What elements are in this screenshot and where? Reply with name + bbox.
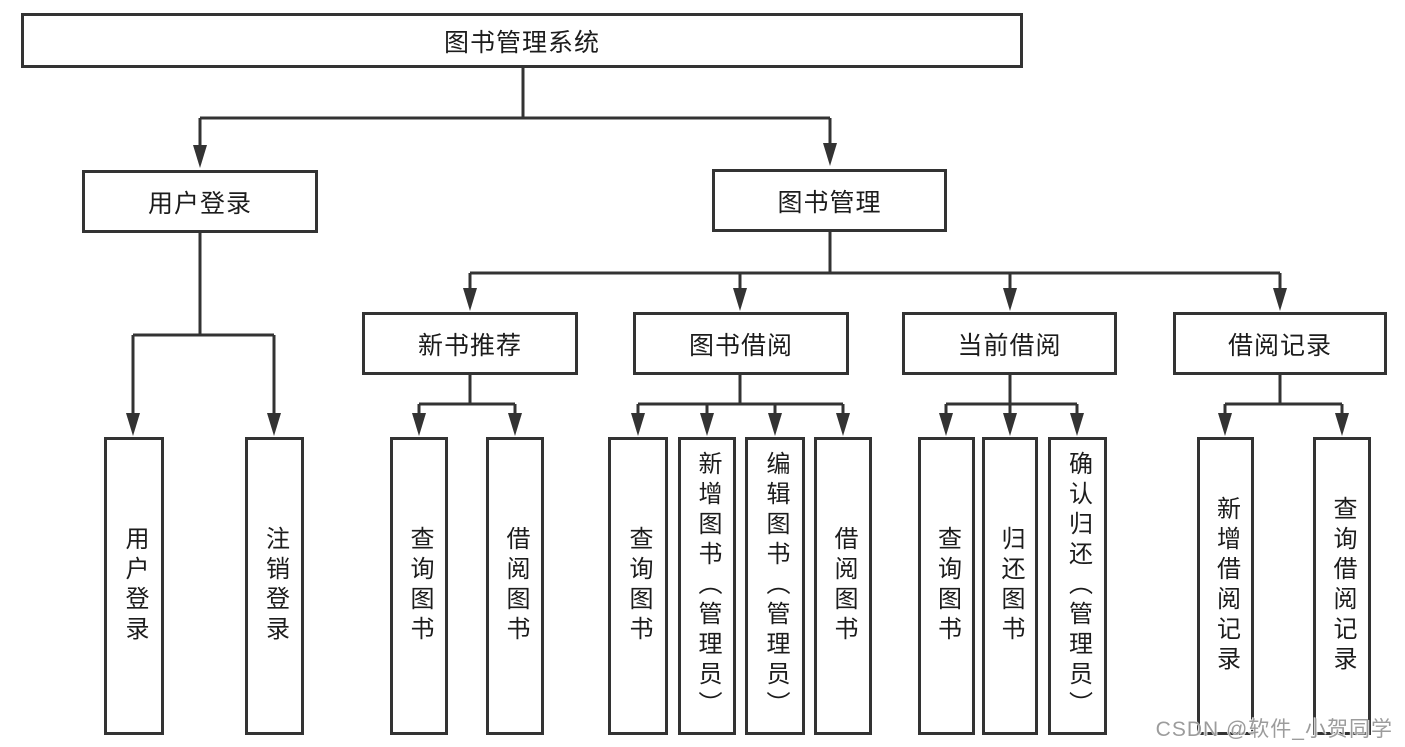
node-book-borrowing: 图书借阅 xyxy=(633,312,849,375)
arrowhead xyxy=(267,413,281,436)
arrowhead xyxy=(1218,413,1232,436)
arrowhead xyxy=(768,413,782,436)
leaf-confirm-return-admin: 确认归还（管理员） xyxy=(1048,437,1107,735)
arrowhead xyxy=(126,413,140,436)
leaf-user-login: 用户登录 xyxy=(104,437,164,735)
leaf-borrow-books-borrow: 借阅图书 xyxy=(814,437,872,735)
leaf-add-book-admin: 新增图书（管理员） xyxy=(678,437,736,735)
leaf-query-borrow-record: 查询借阅记录 xyxy=(1313,437,1371,735)
leaf-borrow-books-newbook: 借阅图书 xyxy=(486,437,544,735)
connector-borrow-record xyxy=(1223,375,1344,414)
connector-book-management xyxy=(468,232,1282,289)
arrowhead xyxy=(463,288,477,311)
arrowhead xyxy=(836,413,850,436)
connector-current-borrow xyxy=(944,375,1079,414)
node-library-management-system: 图书管理系统 xyxy=(21,13,1023,68)
connector-user-login xyxy=(131,233,276,414)
leaf-query-books-newbook: 查询图书 xyxy=(390,437,448,735)
arrowhead xyxy=(1273,288,1287,311)
arrowhead xyxy=(508,413,522,436)
arrowhead xyxy=(1003,413,1017,436)
arrowhead xyxy=(700,413,714,436)
node-book-management: 图书管理 xyxy=(712,169,947,232)
arrowhead xyxy=(193,145,207,168)
leaf-query-books-current: 查询图书 xyxy=(918,437,975,735)
arrowhead xyxy=(1335,413,1349,436)
arrowhead xyxy=(1003,288,1017,311)
leaf-add-borrow-record: 新增借阅记录 xyxy=(1197,437,1254,735)
leaf-edit-book-admin: 编辑图书（管理员） xyxy=(745,437,805,735)
node-new-book-recommendation: 新书推荐 xyxy=(362,312,578,375)
node-current-borrowing: 当前借阅 xyxy=(902,312,1117,375)
connector-new-book xyxy=(417,375,517,414)
leaf-query-books-borrow: 查询图书 xyxy=(608,437,668,735)
arrowhead xyxy=(1070,413,1084,436)
watermark-csdn: CSDN @软件_小贺同学 xyxy=(1155,718,1393,741)
leaf-return-books: 归还图书 xyxy=(982,437,1038,735)
arrowhead xyxy=(733,288,747,311)
connector-book-borrow xyxy=(636,375,845,414)
node-user-login: 用户登录 xyxy=(82,170,318,233)
arrowhead xyxy=(823,143,837,166)
node-borrowing-records: 借阅记录 xyxy=(1173,312,1387,375)
arrowhead xyxy=(631,413,645,436)
arrowhead xyxy=(939,413,953,436)
leaf-logout: 注销登录 xyxy=(245,437,304,735)
arrowhead xyxy=(412,413,426,436)
connector-root xyxy=(198,68,832,147)
